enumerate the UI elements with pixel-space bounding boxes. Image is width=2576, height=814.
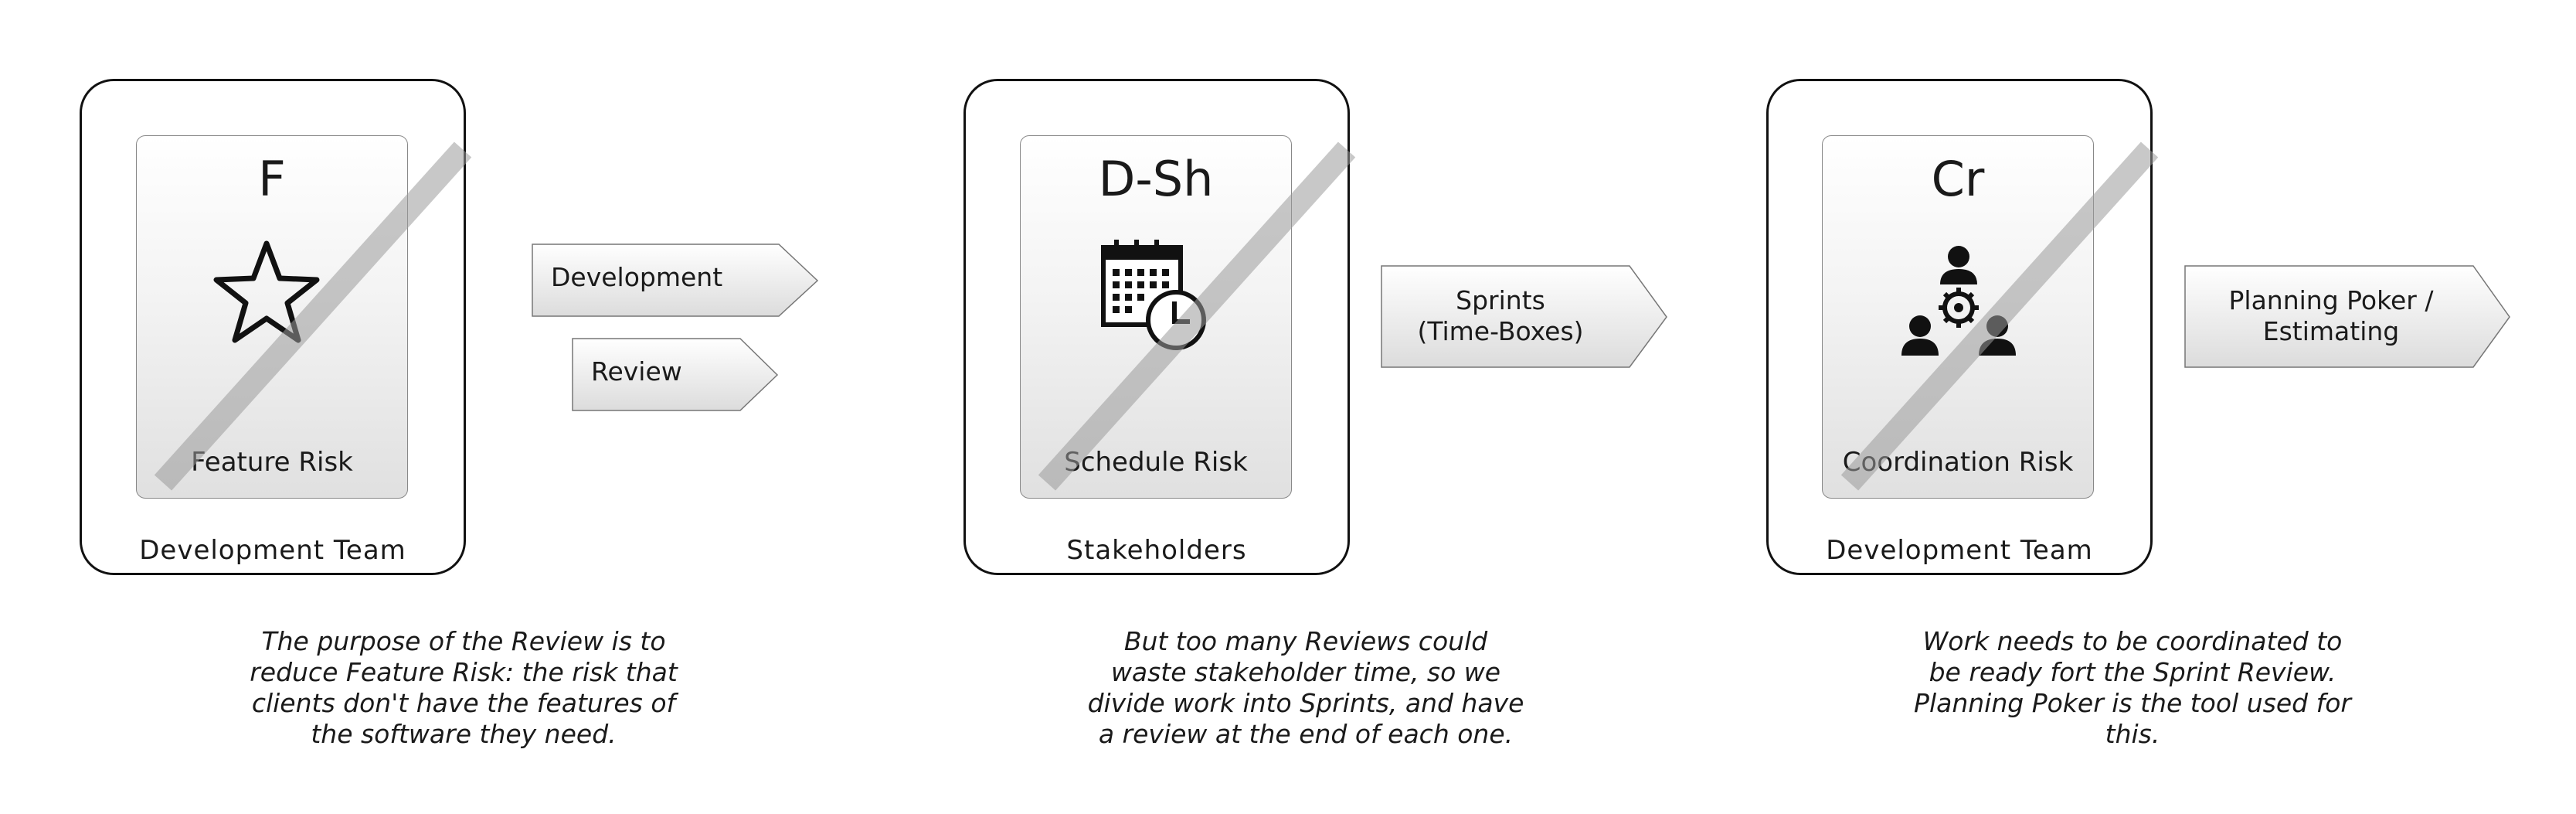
action-label-line: Estimating [2262, 316, 2400, 346]
caption-line: But too many Reviews could [1123, 626, 1488, 656]
calendar-clock-icon [1101, 240, 1206, 350]
caption-line: a review at the end of each one. [1098, 719, 1514, 749]
risk-label: Schedule Risk [1064, 447, 1248, 478]
caption-feature: The purpose of the Review is to reduce F… [193, 626, 734, 750]
risk-label: Feature Risk [191, 447, 353, 478]
caption-line: be ready fort the Sprint Review. [1929, 657, 2336, 687]
caption-line: Work needs to be coordinated to [1922, 626, 2343, 656]
risk-code: F [258, 151, 286, 207]
risk-owner: Development Team [1826, 535, 2093, 566]
caption-line: The purpose of the Review is to [261, 626, 666, 656]
action-label: Planning Poker / Estimating [2184, 285, 2478, 347]
action-review: Review [572, 338, 779, 412]
action-label-line: Planning Poker / [2228, 285, 2434, 315]
caption-line: this. [2105, 719, 2160, 749]
action-development: Development [532, 244, 819, 318]
caption-line: the software they need. [311, 719, 617, 749]
caption-line: waste stakeholder time, so we [1110, 657, 1501, 687]
caption-line: clients don't have the features of [251, 688, 676, 718]
risk-code: Cr [1931, 151, 1985, 207]
action-label-line: (Time-Boxes) [1417, 316, 1584, 346]
risk-owner: Stakeholders [1066, 535, 1247, 566]
action-planning-poker: Planning Poker / Estimating [2184, 265, 2511, 369]
risk-card-coordination [1822, 135, 2094, 499]
caption-line: reduce Feature Risk: the risk that [250, 657, 678, 687]
star-icon [213, 240, 320, 343]
action-label: Development [551, 262, 723, 292]
risk-card-feature [136, 135, 408, 499]
action-label-line: Sprints [1456, 285, 1545, 315]
caption-line: divide work into Sprints, and have [1087, 688, 1524, 718]
caption-schedule: But too many Reviews could waste stakeho… [1035, 626, 1576, 750]
action-sprints: Sprints (Time-Boxes) [1381, 265, 1668, 369]
action-label: Review [591, 356, 682, 387]
caption-coordination: Work needs to be coordinated to be ready… [1862, 626, 2403, 750]
risk-code: D-Sh [1098, 151, 1214, 207]
action-label: Sprints (Time-Boxes) [1381, 285, 1620, 347]
caption-line: Planning Poker is the tool used for [1914, 688, 2351, 718]
team-coordination-icon [1901, 246, 2016, 356]
risk-owner: Development Team [139, 535, 406, 566]
